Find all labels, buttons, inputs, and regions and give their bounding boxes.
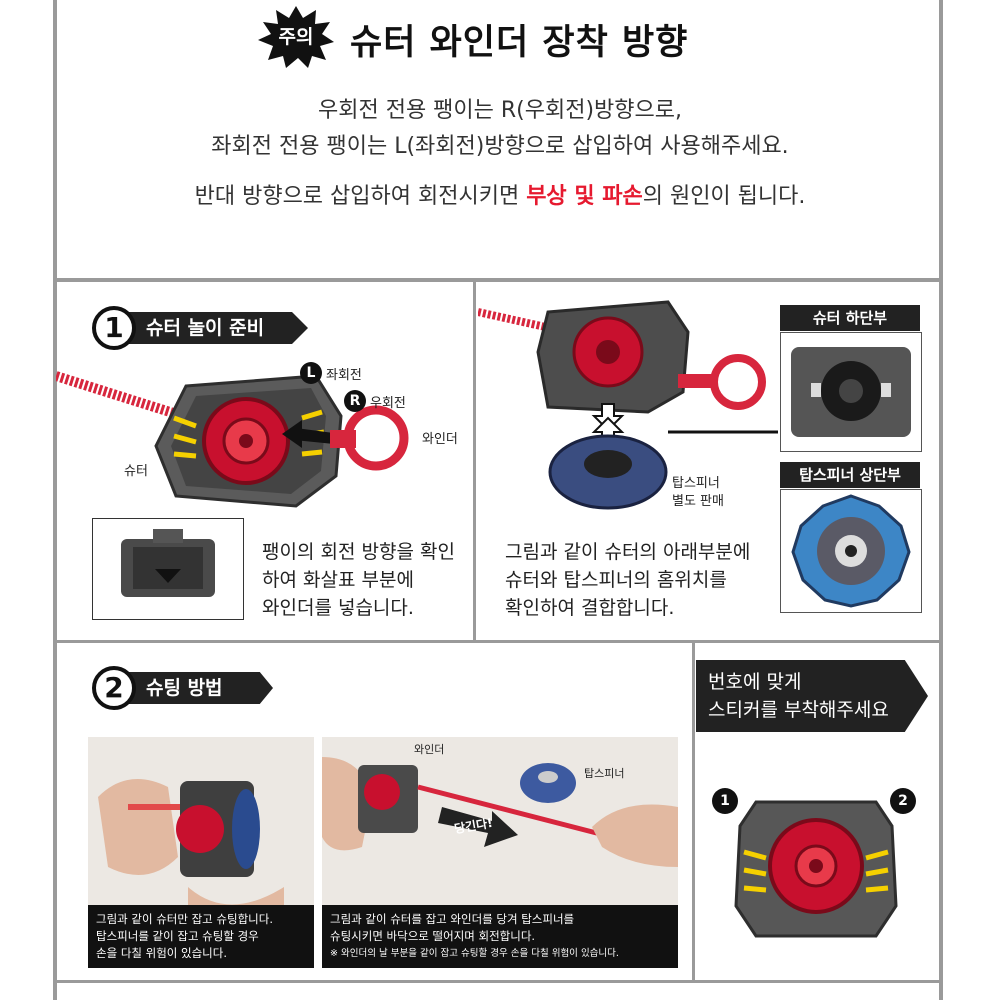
sticker-num-1: 1 <box>712 788 738 814</box>
header-topspinner-top: 탑스피너 상단부 <box>780 462 920 488</box>
sticker-shooter-icon <box>734 800 898 938</box>
topspinner-top-photo <box>780 489 922 613</box>
notice-line-3-post: 의 원인이 됩니다. <box>642 184 806 209</box>
divider-middle <box>53 640 943 643</box>
caption-line: 그림과 같이 슈터만 잡고 슈팅합니다. <box>96 912 273 926</box>
step1-right-text-line: 확인하여 결합합니다. <box>505 597 675 619</box>
sticker-title-line-1: 번호에 맞게 <box>708 671 802 693</box>
sticker-title-line-2: 스티커를 부착해주세요 <box>708 699 889 721</box>
shooter-side-icon <box>121 529 215 597</box>
step1-right-text-line: 그림과 같이 슈터의 아래부분에 <box>505 541 751 563</box>
step1-number: 1 <box>92 306 136 350</box>
notice-line-3-pre: 반대 방향으로 삽입하여 회전시키면 <box>194 184 527 209</box>
shooting-photo-1: 그림과 같이 슈터만 잡고 슈팅합니다. 탑스피너를 같이 잡고 슈팅할 경우 … <box>88 737 314 968</box>
step1-right-text: 그림과 같이 슈터의 아래부분에 슈터와 탑스피너의 홈위치를 확인하여 결합합… <box>505 538 750 622</box>
notice-highlight: 부상 및 파손 <box>526 184 643 209</box>
caption-line: 그림과 같이 슈터를 잡고 와인더를 당겨 탑스피너를 <box>330 912 575 926</box>
label-left-rotation: 좌회전 <box>326 368 362 383</box>
caption-line: 손을 다칠 위험이 있습니다. <box>96 946 228 960</box>
step2-title: 슈팅 방법 <box>108 672 273 704</box>
sticker-header <box>696 660 928 732</box>
step1-right-text-line: 슈터와 탑스피너의 홈위치를 <box>505 569 727 591</box>
step1-text: 팽이의 회전 방향을 확인 하여 화살표 부분에 와인더를 넣습니다. <box>262 538 455 622</box>
notice-badge: 주의 <box>278 26 314 48</box>
step1-text-line: 와인더를 넣습니다. <box>262 597 414 619</box>
label-winder: 와인더 <box>422 432 458 447</box>
shooter-bottom-icon <box>791 347 911 437</box>
header-shooter-bottom: 슈터 하단부 <box>780 305 920 331</box>
notice-section: 주의 슈터 와인더 장착 방향 우회전 전용 팽이는 R(우회전)방향으로, 좌… <box>0 0 1000 280</box>
label-topspinner: 탑스피너 <box>672 476 720 491</box>
step2-number: 2 <box>92 666 136 710</box>
warning-burst-icon <box>258 6 334 68</box>
notice-line-2: 좌회전 전용 팽이는 L(좌회전)방향으로 삽입하여 사용해주세요. <box>211 134 789 159</box>
label-shooter: 슈터 <box>124 464 148 479</box>
assembly-illustration <box>478 300 778 510</box>
step1-title: 슈터 놀이 준비 <box>108 312 308 344</box>
shooter-bottom-photo <box>780 332 922 452</box>
caption-note: ※ 와인더의 날 부분을 같이 잡고 슈팅할 경우 손을 다칠 위험이 있습니다… <box>330 948 619 959</box>
winder-ring-icon <box>330 405 409 471</box>
divider-step1 <box>473 282 476 642</box>
caption-line: 슈팅시키면 바닥으로 떨어지며 회전합니다. <box>330 929 536 943</box>
step1-text-line: 팽이의 회전 방향을 확인 <box>262 541 455 563</box>
shooter-body-icon <box>154 374 343 508</box>
photo2-label-winder: 와인더 <box>414 743 445 756</box>
r-badge: R <box>344 390 366 412</box>
notice-line-3: 반대 방향으로 삽입하여 회전시키면 부상 및 파손의 원인이 됩니다. <box>0 178 1000 210</box>
photo2-label-topspinner: 탑스피너 <box>584 767 625 780</box>
caption-line: 탑스피너를 같이 잡고 슈팅할 경우 <box>96 929 259 943</box>
divider-step2 <box>692 643 695 980</box>
shooter-illustration <box>56 371 409 508</box>
shooting-photo-2: 와인더 탑스피너 당긴다! 그림과 같이 슈터를 잡고 와인더를 당겨 탑스피너… <box>322 737 678 968</box>
step1-text-line: 하여 화살표 부분에 <box>262 569 414 591</box>
sticker-num-2: 2 <box>890 788 916 814</box>
shooter-closeup-box <box>92 518 244 620</box>
topspinner-top-icon <box>791 494 911 608</box>
shooting-caption-2: 그림과 같이 슈터를 잡고 와인더를 당겨 탑스피너를 슈팅시키면 바닥으로 떨… <box>322 905 678 968</box>
page-frame <box>53 0 943 1000</box>
label-sold-separately: 별도 판매 <box>672 494 724 509</box>
notice-line-1: 우회전 전용 팽이는 R(우회전)방향으로, <box>317 98 683 123</box>
sticker-title: 번호에 맞게 스티커를 부착해주세요 <box>708 668 889 724</box>
divider-bottom <box>53 980 943 983</box>
label-right-rotation: 우회전 <box>370 396 406 411</box>
l-badge: L <box>300 362 322 384</box>
divider-top <box>53 278 943 282</box>
notice-title: 슈터 와인더 장착 방향 <box>350 23 689 63</box>
shooting-caption-1: 그림과 같이 슈터만 잡고 슈팅합니다. 탑스피너를 같이 잡고 슈팅할 경우 … <box>88 905 314 968</box>
